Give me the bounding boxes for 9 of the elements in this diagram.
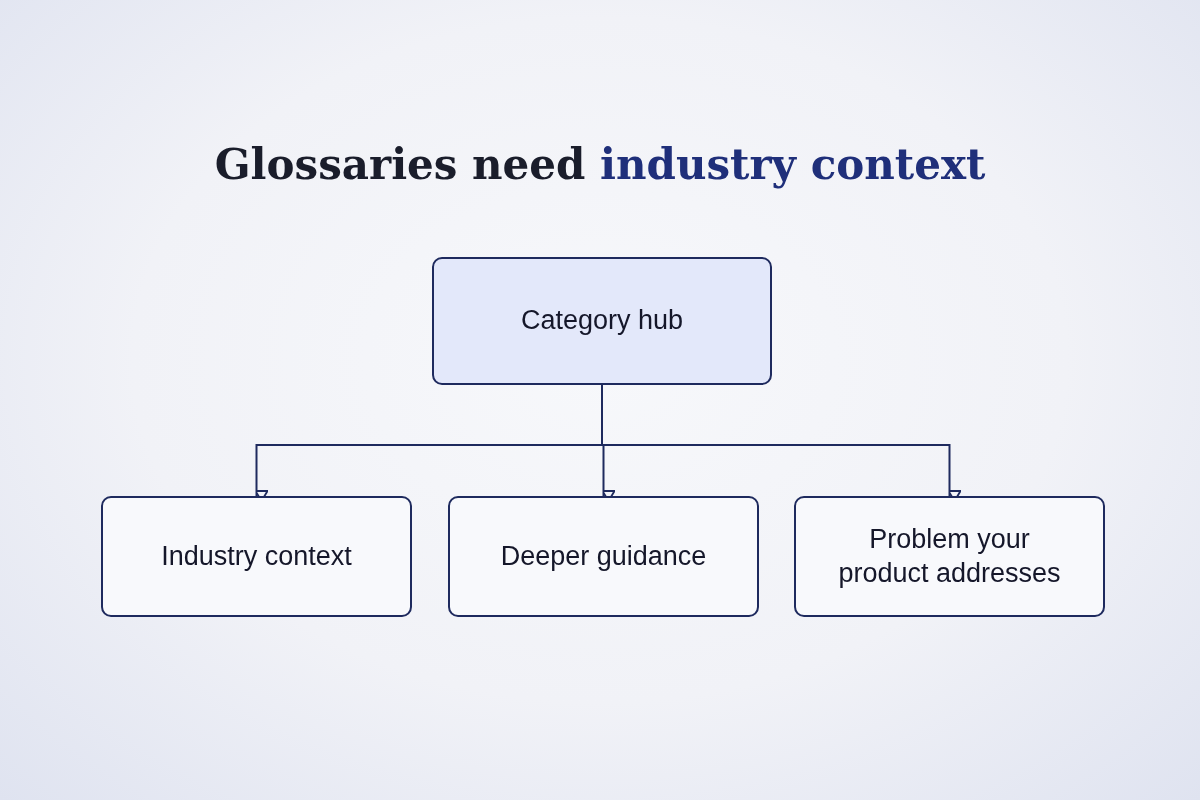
process-box bbox=[448, 496, 759, 617]
box-label: Problem your product addresses bbox=[837, 522, 1062, 590]
title: Glossaries need industry context bbox=[213, 140, 987, 189]
process-box bbox=[794, 496, 1105, 617]
box-label: Category hub bbox=[520, 304, 684, 338]
box-label: Deeper guidance bbox=[500, 539, 707, 573]
process-box bbox=[432, 257, 772, 385]
process-box bbox=[101, 496, 412, 617]
box-label: Industry context bbox=[161, 539, 352, 573]
